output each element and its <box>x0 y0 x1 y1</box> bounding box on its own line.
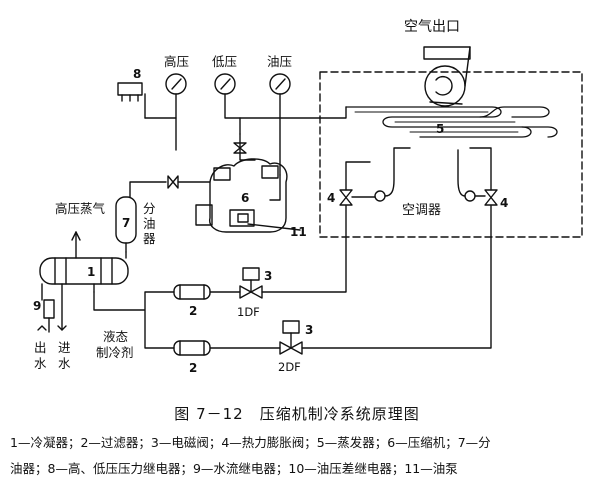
num-9: 9 <box>33 299 41 313</box>
label-inlet-water-1: 进 <box>58 340 71 355</box>
num-6: 6 <box>241 191 249 205</box>
legend-line-2: 油器；8—高、低压压力继电器；9—水流继电器；10—油压差继电器；11—油泵 <box>10 461 458 476</box>
label-separator-1: 分 <box>143 201 156 216</box>
solenoid-valve-1df <box>239 267 263 299</box>
low-pressure-gauge <box>214 73 241 135</box>
expansion-valve-right <box>457 147 498 206</box>
num-4b: 4 <box>500 196 508 210</box>
legend-line-1: 1—冷凝器；2—过滤器；3—电磁阀；4—热力膨胀阀；5—蒸发器；6—压缩机；7—… <box>10 435 491 450</box>
expansion-valve-left <box>339 147 411 206</box>
num-3b: 3 <box>305 323 313 337</box>
num-4a: 4 <box>327 191 335 205</box>
num-2b: 2 <box>189 361 197 375</box>
label-air-outlet: 空气出口 <box>404 19 460 35</box>
num-3a: 3 <box>264 269 272 283</box>
oil-pressure-gauge <box>269 73 291 176</box>
oil-pump-line <box>269 174 281 201</box>
num-1: 1 <box>87 265 95 279</box>
stop-valve-suction <box>233 142 247 154</box>
label-high-pressure-vapor: 高压蒸气 <box>55 201 106 216</box>
label-liquid-refrigerant-1: 液态 <box>103 329 128 344</box>
fan <box>423 46 471 107</box>
stop-valve-discharge <box>167 175 179 189</box>
refrigeration-diagram <box>37 46 583 356</box>
compressor <box>195 158 301 233</box>
num-8: 8 <box>133 67 141 81</box>
label-outlet-water-1: 出 <box>34 340 47 355</box>
figure-caption: 图 7－12 压缩机制冷系统原理图 <box>174 405 420 423</box>
condenser <box>39 231 129 331</box>
high-pressure-gauge <box>144 73 187 151</box>
label-valve-1df: 1DF <box>237 305 260 319</box>
label-separator-3: 器 <box>143 231 156 246</box>
discharge-line <box>129 181 211 198</box>
oil-separator <box>115 196 137 253</box>
line-1df <box>209 205 347 293</box>
num-11: 11 <box>290 225 307 239</box>
evaporator <box>345 106 558 138</box>
label-inlet-water-2: 水 <box>58 356 71 371</box>
air-conditioner-enclosure <box>319 71 583 238</box>
line-2df <box>209 205 492 349</box>
label-outlet-water-2: 水 <box>34 356 47 371</box>
pressure-relay <box>117 82 146 119</box>
num-5: 5 <box>436 122 444 136</box>
label-high-pressure: 高压 <box>164 54 189 69</box>
label-air-conditioner: 空调器 <box>402 203 441 218</box>
label-low-pressure: 低压 <box>212 54 237 69</box>
num-2a: 2 <box>189 304 197 318</box>
liquid-line <box>93 291 175 349</box>
label-valve-2df: 2DF <box>278 360 301 374</box>
solenoid-valve-2df <box>279 320 303 355</box>
label-liquid-refrigerant-2: 制冷剂 <box>96 345 134 360</box>
filter-1 <box>173 284 211 300</box>
diagram-labels: 空气出口 高压 低压 油压 高压蒸气 分 油 器 空调器 出 水 进 水 液态 … <box>33 19 508 375</box>
water-flow-relay <box>37 299 67 333</box>
num-7: 7 <box>122 216 130 230</box>
label-separator-2: 油 <box>143 216 156 231</box>
label-oil-pressure: 油压 <box>267 54 292 69</box>
